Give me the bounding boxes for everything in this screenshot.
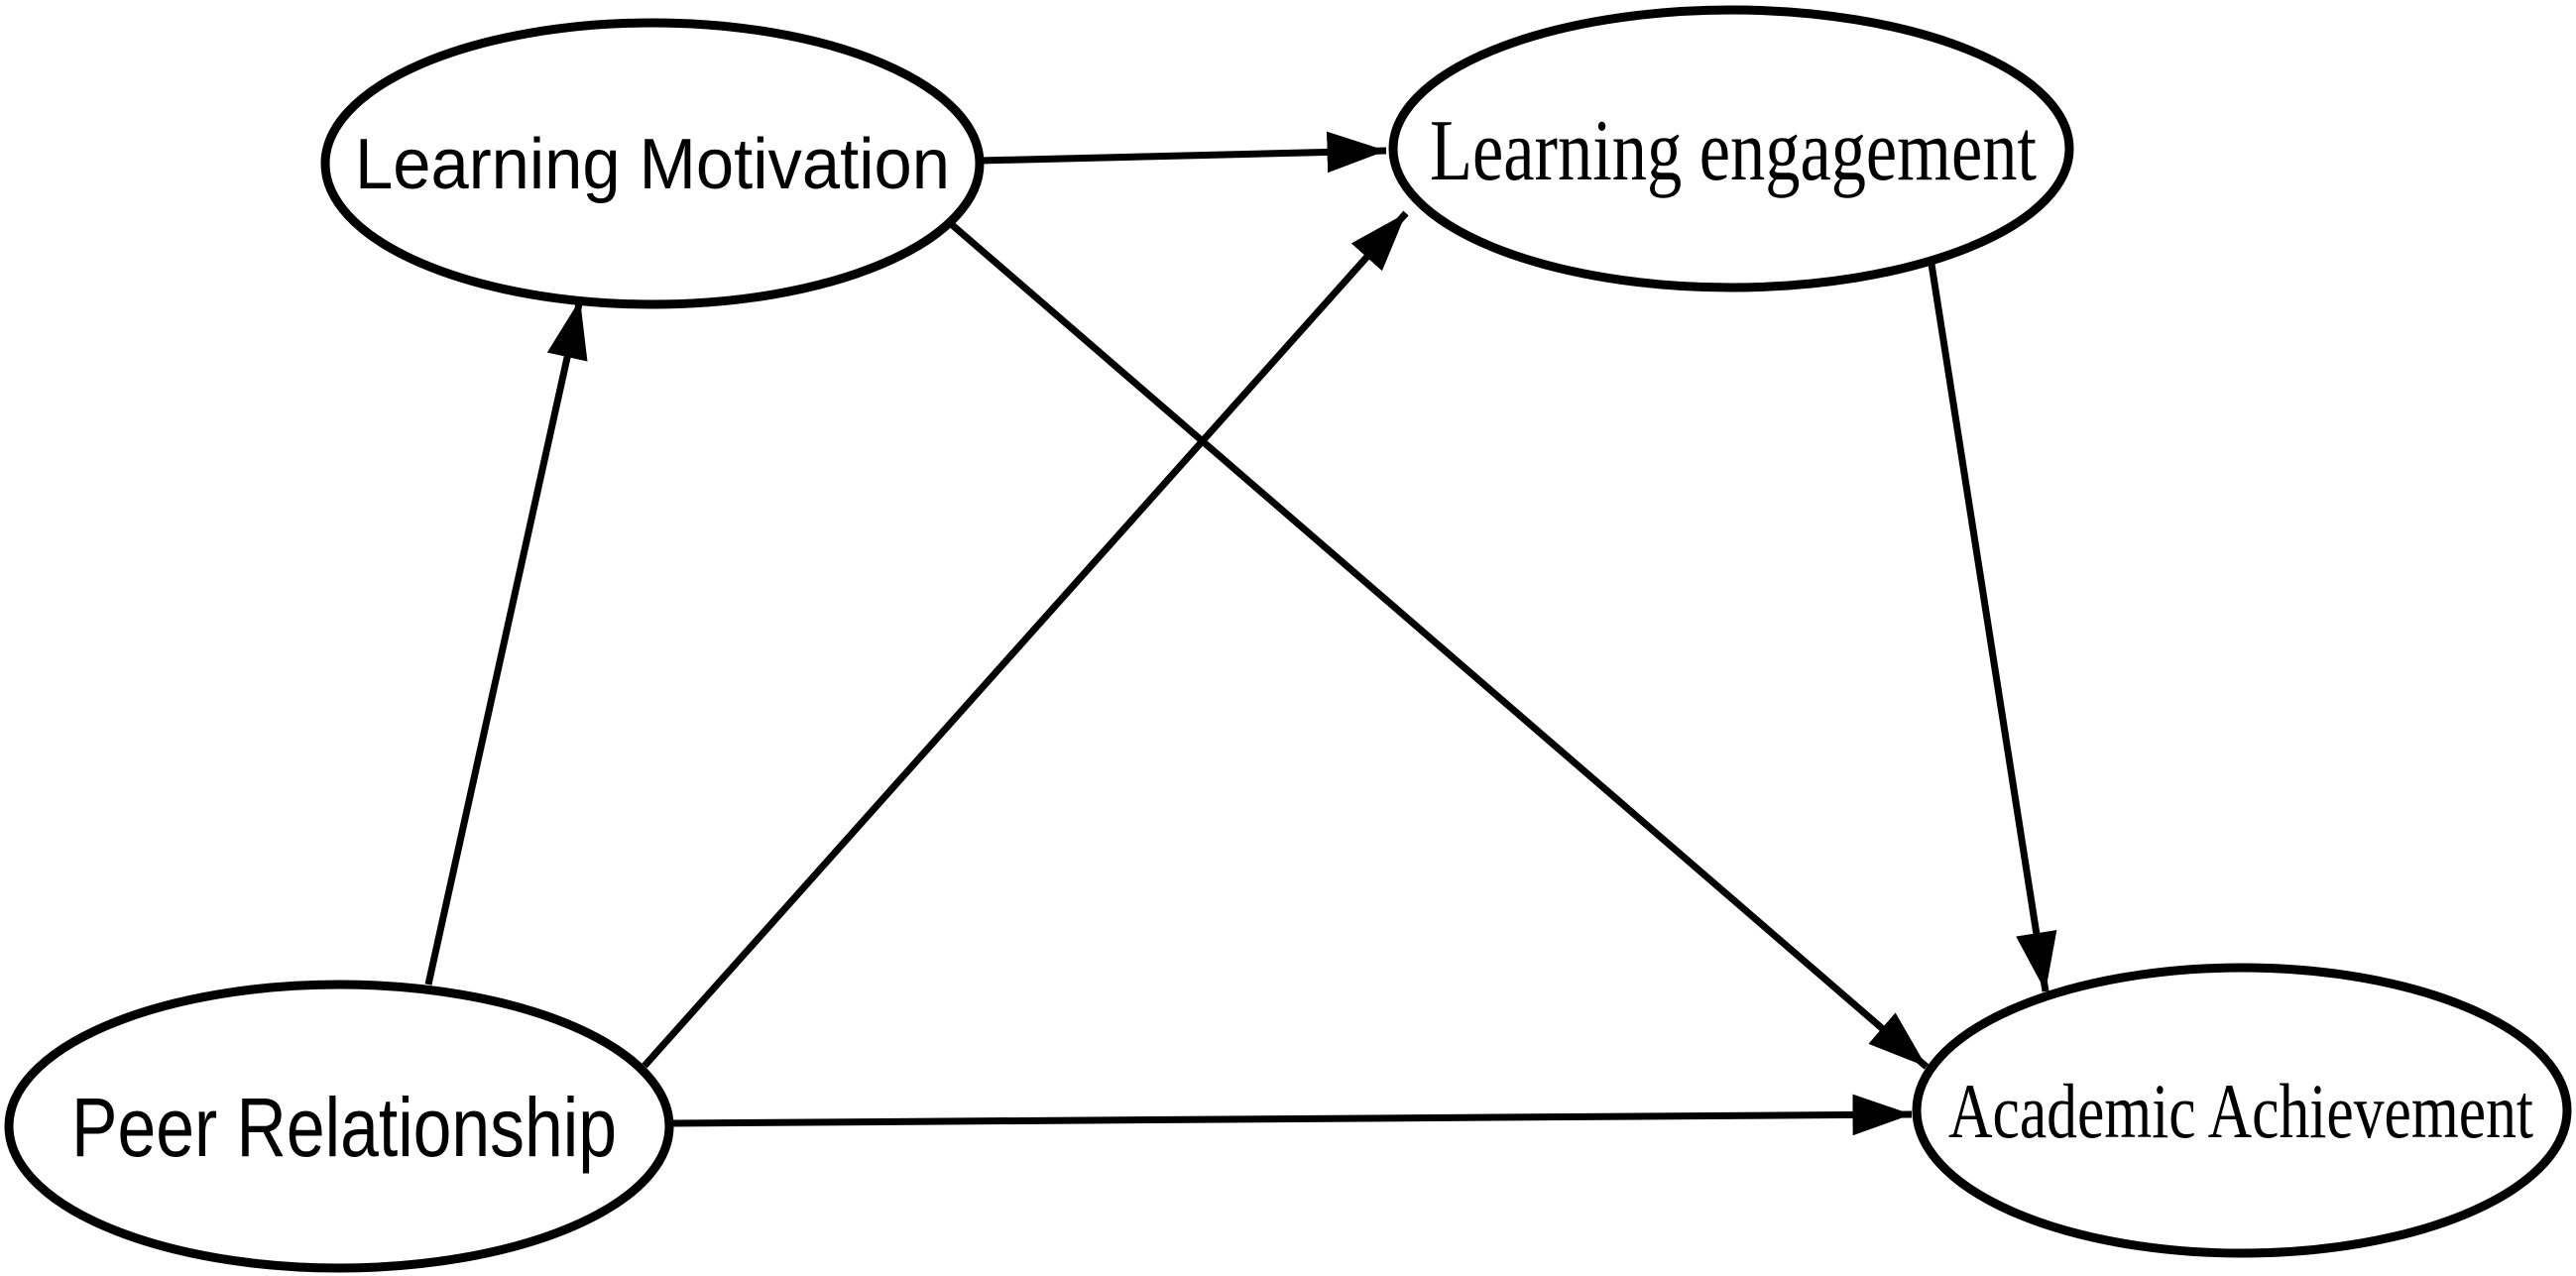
edge-peer-relationship-to-learning-engagement	[642, 210, 1409, 1069]
academic-achievement-ellipse	[1912, 963, 2572, 1258]
edge-learning-engagement-to-academic-achievement	[1927, 257, 2057, 992]
edge-peer-relationship-to-learning-motivation	[424, 298, 588, 986]
learning-engagement-ellipse	[1388, 5, 2074, 292]
learning-engagement-label: Learning engagement	[1430, 103, 2037, 199]
node-learning-motivation: Learning Motivation	[320, 18, 985, 309]
peer-relationship-ellipse	[4, 980, 674, 1273]
academic-achievement-label: Academic Achievement	[1948, 1068, 2533, 1154]
edge-peer-relationship-to-academic-achievement	[671, 1094, 1913, 1136]
node-academic-achievement: Academic Achievement	[1912, 963, 2572, 1258]
learning-motivation-ellipse	[320, 18, 985, 309]
learning-motivation-label: Learning Motivation	[355, 125, 950, 204]
node-learning-engagement: Learning engagement	[1388, 5, 2074, 292]
edge-learning-motivation-to-academic-achievement	[939, 213, 1930, 1070]
peer-relationship-label: Peer Relationship	[71, 1081, 617, 1174]
node-peer-relationship: Peer Relationship	[4, 980, 674, 1273]
edge-learning-motivation-to-learning-engagement	[979, 131, 1387, 174]
